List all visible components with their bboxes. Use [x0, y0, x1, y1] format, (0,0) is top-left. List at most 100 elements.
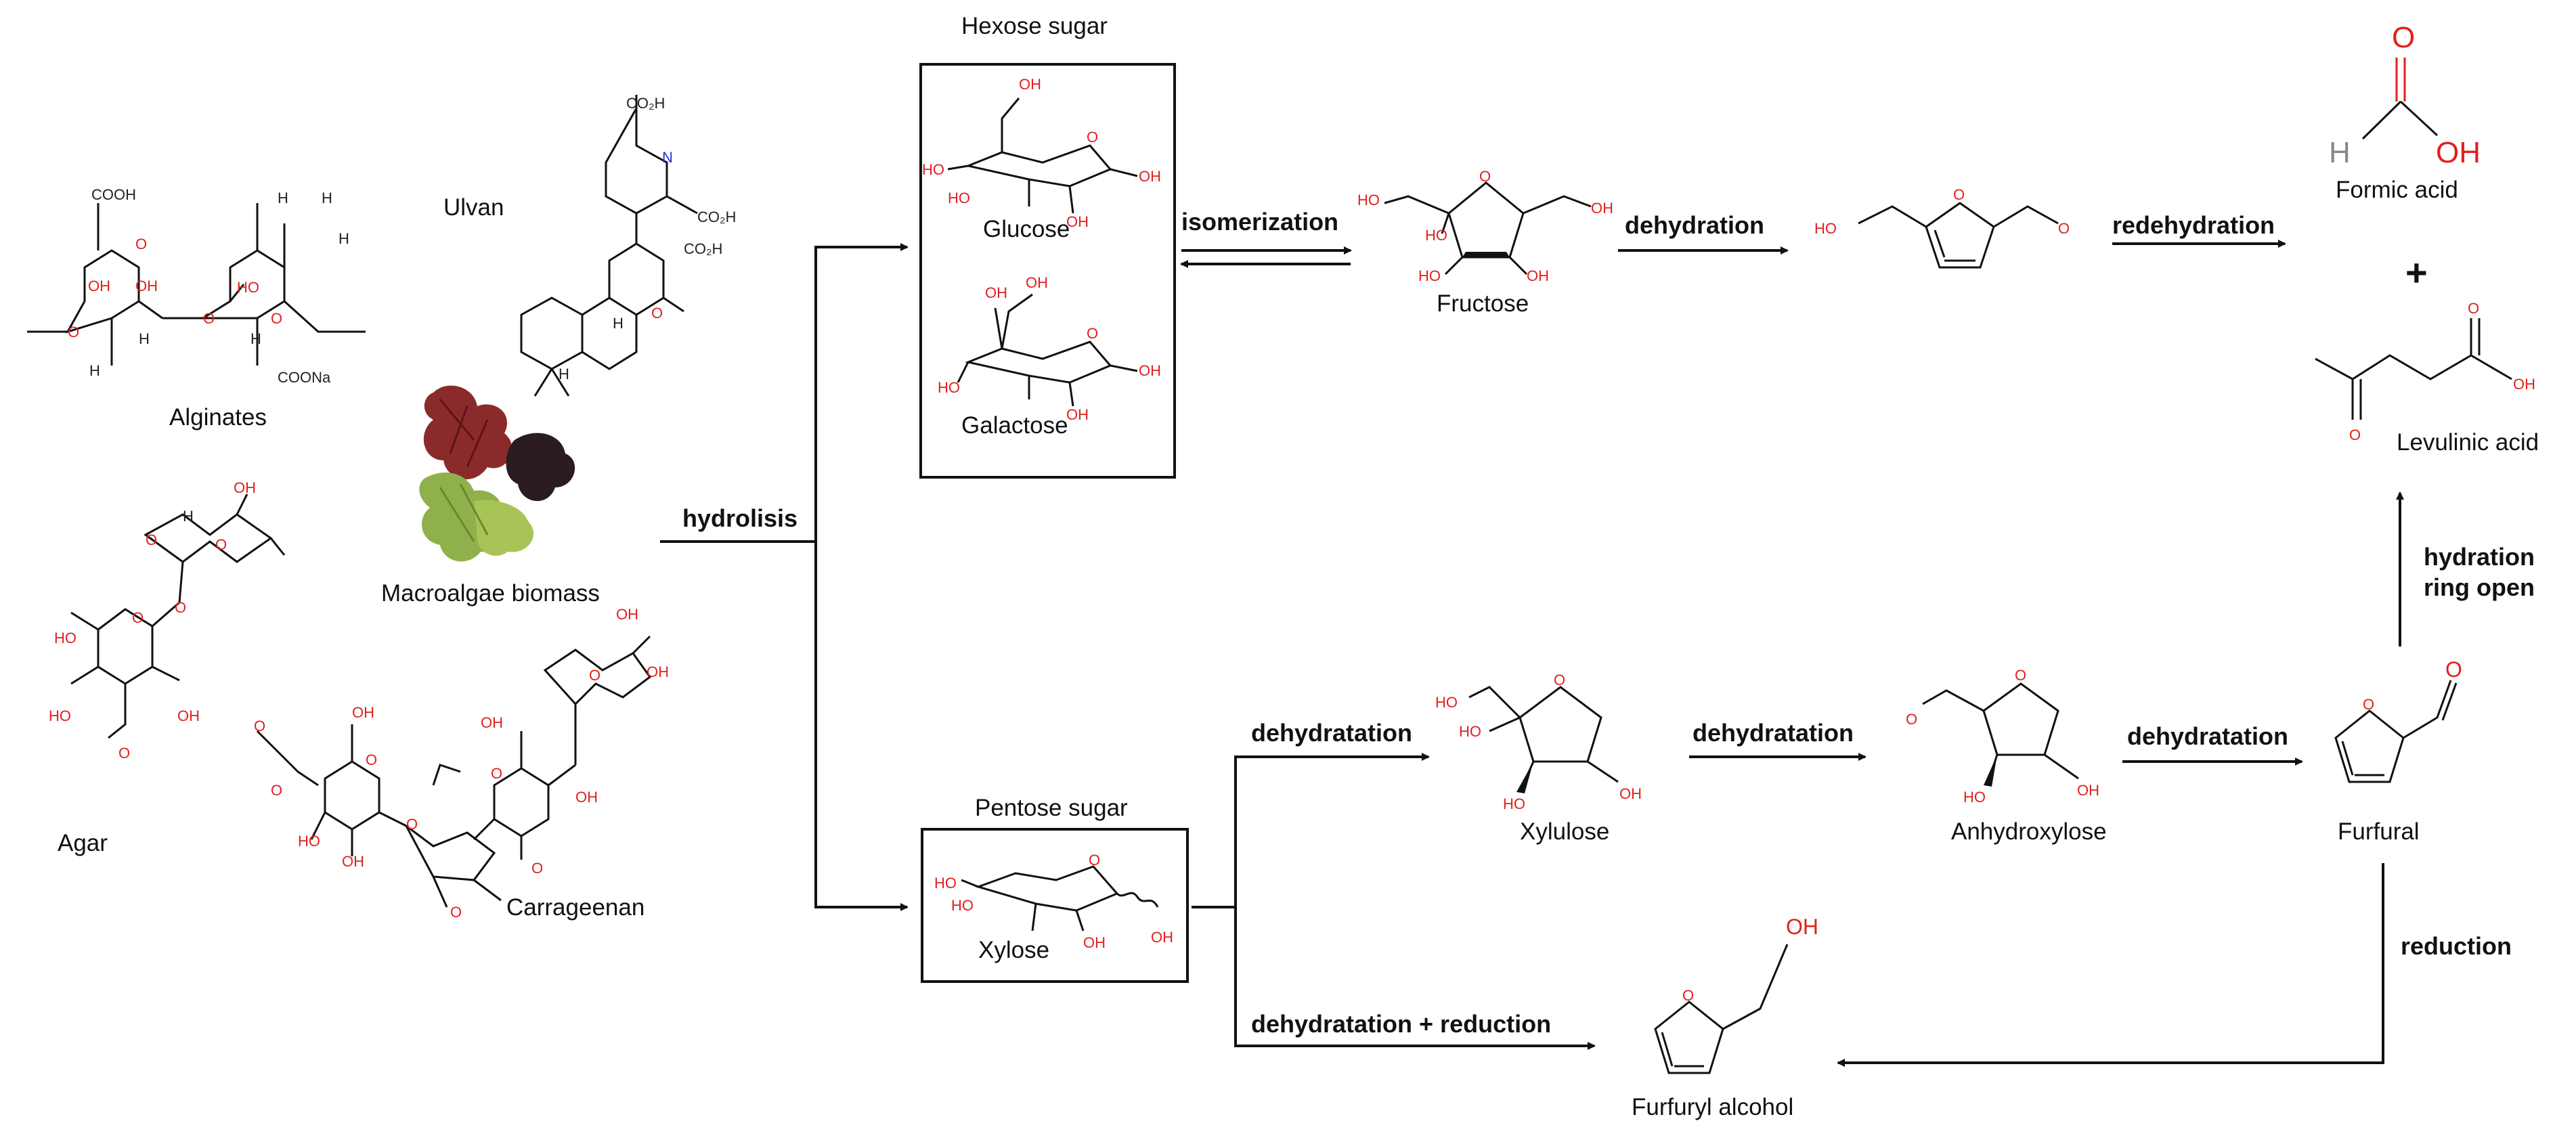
- arrow-to-hexose: [660, 243, 909, 543]
- hexose-box: [919, 63, 1176, 479]
- alginate-oh-1: OH: [88, 278, 110, 294]
- furfural-structure: O O: [2334, 657, 2462, 783]
- anhydroxylose-o-aldehyde: O: [1906, 711, 1917, 728]
- glucose-oh-2: OH: [1139, 168, 1161, 185]
- alginates-structure: COOH OH OH O O O O HO H H H H H H COONa: [27, 186, 366, 386]
- glucose-oh-1: OH: [1066, 213, 1089, 230]
- arrow-to-furfuryl-alcohol: [1234, 907, 1596, 1050]
- hmf-structure: HO O O: [1814, 186, 2070, 269]
- galactose-o-ring: O: [1087, 325, 1098, 342]
- xylulose-oh: OH: [1619, 785, 1642, 802]
- compound-labels: Alginates Ulvan Agar Carrageenan Macroal…: [58, 13, 2539, 1120]
- label-furfural: Furfural: [2338, 818, 2420, 845]
- step-labels: hydrolisis isomerization dehydration red…: [682, 208, 2535, 1038]
- levulinic-o-2: O: [2468, 300, 2479, 317]
- xylulose-ho-3: HO: [1503, 795, 1525, 812]
- formic-acid-structure: O H OH: [2329, 21, 2481, 169]
- levulinic-oh: OH: [2513, 376, 2535, 393]
- step-hydration: hydration: [2424, 543, 2535, 571]
- carr-oh-2: OH: [342, 853, 364, 870]
- agar-oh-1: OH: [177, 707, 200, 724]
- fructose-oh-2: OH: [1527, 267, 1549, 284]
- hmf-o-ring: O: [1953, 186, 1965, 203]
- furfuryl-o-ring: O: [1682, 987, 1694, 1004]
- galactose-oh-4: OH: [1139, 362, 1161, 379]
- alginate-h-1: H: [278, 190, 288, 206]
- agar-ho-1: HO: [54, 630, 77, 646]
- agar-o-1: O: [146, 531, 157, 548]
- arrow-reduction: [1837, 863, 2384, 1067]
- xylulose-o-ring: O: [1554, 672, 1565, 688]
- galactose-oh-3: OH: [1066, 406, 1089, 423]
- furfuryl-alcohol-structure: O OH: [1654, 915, 1818, 1074]
- glucose-ho-1: HO: [922, 161, 944, 178]
- carr-o-3: O: [450, 904, 462, 921]
- hmf-ho: HO: [1814, 220, 1837, 237]
- hmf-o-aldehyde: O: [2058, 220, 2070, 237]
- plus-sign: +: [2405, 251, 2428, 294]
- carr-o-1: O: [254, 718, 265, 734]
- fructose-ho-3: HO: [1418, 267, 1441, 284]
- ulvan-o: O: [651, 305, 663, 322]
- label-pentose: Pentose sugar: [975, 795, 1128, 821]
- anhydroxylose-oh: OH: [2077, 782, 2099, 799]
- furfuryl-oh: OH: [1786, 915, 1818, 939]
- alginate-o-ring-2: O: [271, 310, 282, 327]
- carr-o-6: O: [589, 667, 601, 684]
- xylulose-ho-1: HO: [1435, 694, 1458, 711]
- fructose-ho-2: HO: [1425, 227, 1447, 244]
- agar-o-methoxy: O: [118, 745, 130, 762]
- carr-o-2: O: [271, 782, 282, 799]
- galactose-oh-2: OH: [985, 284, 1007, 301]
- alginate-h-2: H: [322, 190, 332, 206]
- step-redehydration: redehydration: [2112, 211, 2275, 239]
- levulinic-o-1: O: [2349, 426, 2361, 443]
- step-dehydration: dehydration: [1625, 211, 1764, 239]
- step-reduction: reduction: [2401, 932, 2512, 960]
- label-glucose: Glucose: [983, 216, 1070, 242]
- alginate-oh-2: OH: [135, 278, 158, 294]
- agar-oh-top: OH: [234, 479, 256, 496]
- formic-o: O: [2392, 21, 2415, 54]
- label-anhydroxylose: Anhydroxylose: [1951, 818, 2107, 845]
- carrageenan-structure: O O O OH HO OH O O O OH O OH OH OH O: [254, 606, 669, 921]
- ulvan-co2h-2: CO₂H: [697, 208, 736, 225]
- flow-arrows: [660, 240, 2404, 1067]
- label-fructose: Fructose: [1437, 290, 1529, 317]
- alginate-h-3: H: [89, 362, 100, 379]
- carr-oh-4: OH: [575, 789, 598, 806]
- agar-o-ring: O: [132, 609, 144, 626]
- fructose-structure: HO O OH HO HO OH: [1357, 168, 1613, 284]
- glucose-structure: OH O HO HO OH OH: [922, 76, 1161, 230]
- macroalgae-image: [419, 385, 575, 562]
- xylulose-structure: HO O HO HO OH: [1435, 672, 1642, 812]
- step-isomerization: isomerization: [1181, 208, 1338, 236]
- carr-ho-1: HO: [298, 833, 320, 850]
- label-xylulose: Xylulose: [1520, 818, 1609, 845]
- carr-o-4: O: [491, 765, 502, 782]
- agar-ho-2: HO: [49, 707, 71, 724]
- step-dehydratation-2: dehydratation: [1693, 719, 1854, 747]
- xylulose-ho-2: HO: [1459, 723, 1481, 740]
- ulvan-co2h-3: CO₂H: [684, 240, 722, 257]
- xylose-ho-1: HO: [934, 875, 957, 892]
- glucose-oh-top: OH: [1019, 76, 1041, 93]
- carr-oh-1: OH: [352, 704, 374, 721]
- galactose-ho: HO: [938, 379, 960, 396]
- furfural-o-aldehyde: O: [2445, 657, 2462, 682]
- carr-o-ring-1: O: [366, 751, 377, 768]
- alginate-o-end: O: [68, 324, 79, 341]
- label-macroalgae: Macroalgae biomass: [381, 580, 600, 607]
- fructose-o-ring: O: [1479, 168, 1491, 185]
- step-dehydratation-reduction: dehydratation + reduction: [1251, 1010, 1551, 1038]
- anhydroxylose-structure: O O HO OH: [1906, 667, 2099, 806]
- alginate-h-6: H: [339, 230, 349, 247]
- xylose-oh-2: OH: [1151, 929, 1173, 946]
- furfural-o-ring: O: [2363, 696, 2374, 713]
- glucose-ho-2: HO: [948, 190, 970, 206]
- xylose-o-ring: O: [1089, 852, 1100, 869]
- galactose-structure: OH OH O HO OH OH: [938, 274, 1161, 423]
- xylose-ho-2: HO: [951, 897, 974, 914]
- carr-oh-5: OH: [616, 606, 638, 623]
